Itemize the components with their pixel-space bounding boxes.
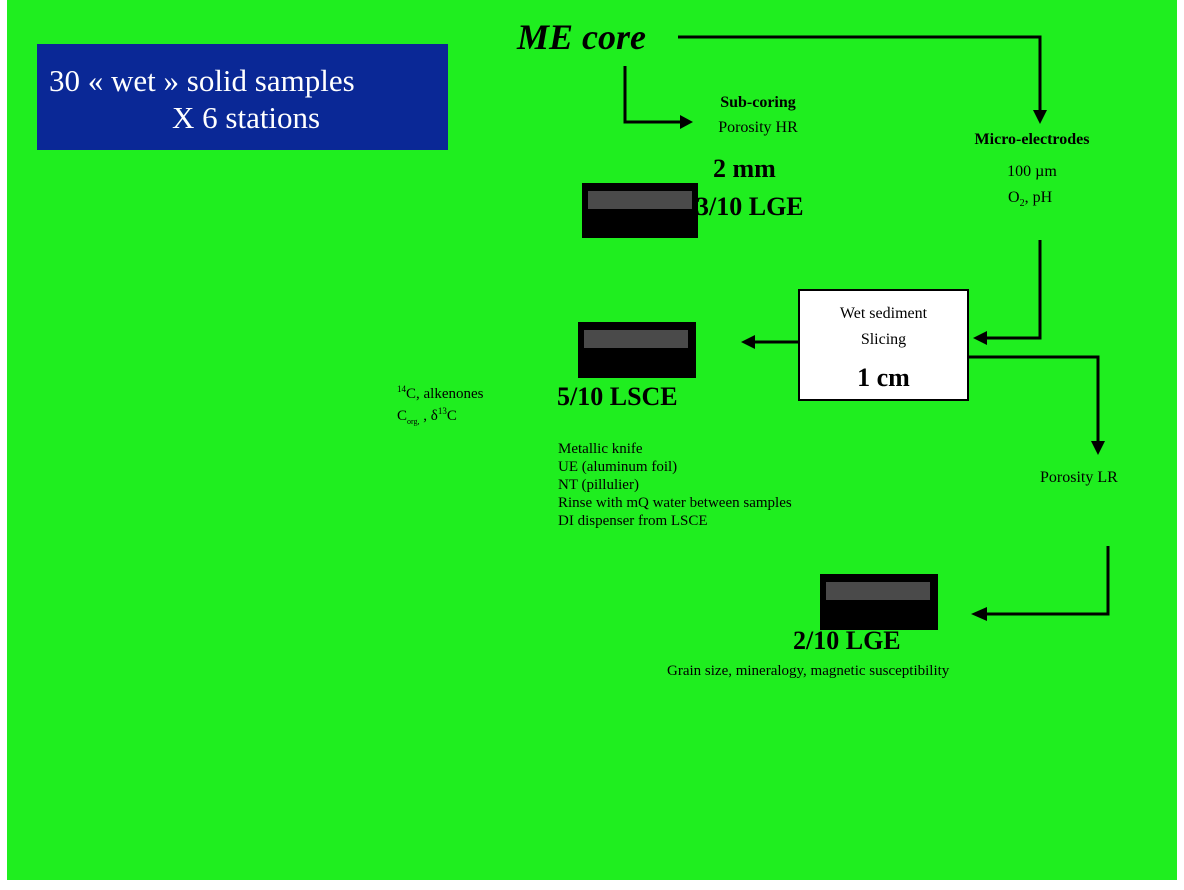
microelectrodes-heading: Micro-electrodes <box>960 131 1104 149</box>
wet-sediment-box: Wet sediment Slicing 1 cm <box>798 289 969 401</box>
arrow-to-porosity-lr <box>969 357 1098 441</box>
subcoring-heading: Sub-coring <box>688 94 828 112</box>
sample-tube-icon <box>578 322 696 378</box>
me-core-label: ME core <box>517 16 646 58</box>
microelectrodes-params: O2, pH <box>1008 189 1052 209</box>
arrow-to-wet-sediment <box>985 240 1040 338</box>
wet-sediment-line-2: Slicing <box>800 331 967 349</box>
lsce-corg-delta13c: Corg, , δ13C <box>397 406 457 426</box>
arrow-to-lge2 <box>985 546 1108 614</box>
porosity-lr-label: Porosity LR <box>1040 469 1118 487</box>
arrow-to-subcoring <box>625 66 680 122</box>
subcoring-share: 3/10 LGE <box>696 192 804 222</box>
wet-sediment-size: 1 cm <box>800 363 967 393</box>
lsce-note: NT (pillulier) <box>558 476 792 494</box>
lsce-note: UE (aluminum foil) <box>558 458 792 476</box>
subcoring-size: 2 mm <box>713 154 776 184</box>
lsce-c14-alkenones: 14C, alkenones <box>397 384 483 403</box>
sample-tube-icon <box>820 574 938 630</box>
lsce-note: Rinse with mQ water between samples <box>558 494 792 512</box>
subcoring-label: Porosity HR <box>688 119 828 137</box>
lsce-note: Metallic knife <box>558 440 792 458</box>
lsce-notes-list: Metallic knife UE (aluminum foil) NT (pi… <box>558 440 792 530</box>
sample-tube-icon <box>582 183 698 238</box>
lge2-share: 2/10 LGE <box>793 626 901 656</box>
microelectrodes-resolution: 100 µm <box>960 163 1104 181</box>
wet-sediment-line-1: Wet sediment <box>800 305 967 323</box>
lge2-analyses: Grain size, mineralogy, magnetic suscept… <box>667 663 949 680</box>
lsce-share: 5/10 LSCE <box>557 382 678 412</box>
lsce-note: DI dispenser from LSCE <box>558 512 792 530</box>
